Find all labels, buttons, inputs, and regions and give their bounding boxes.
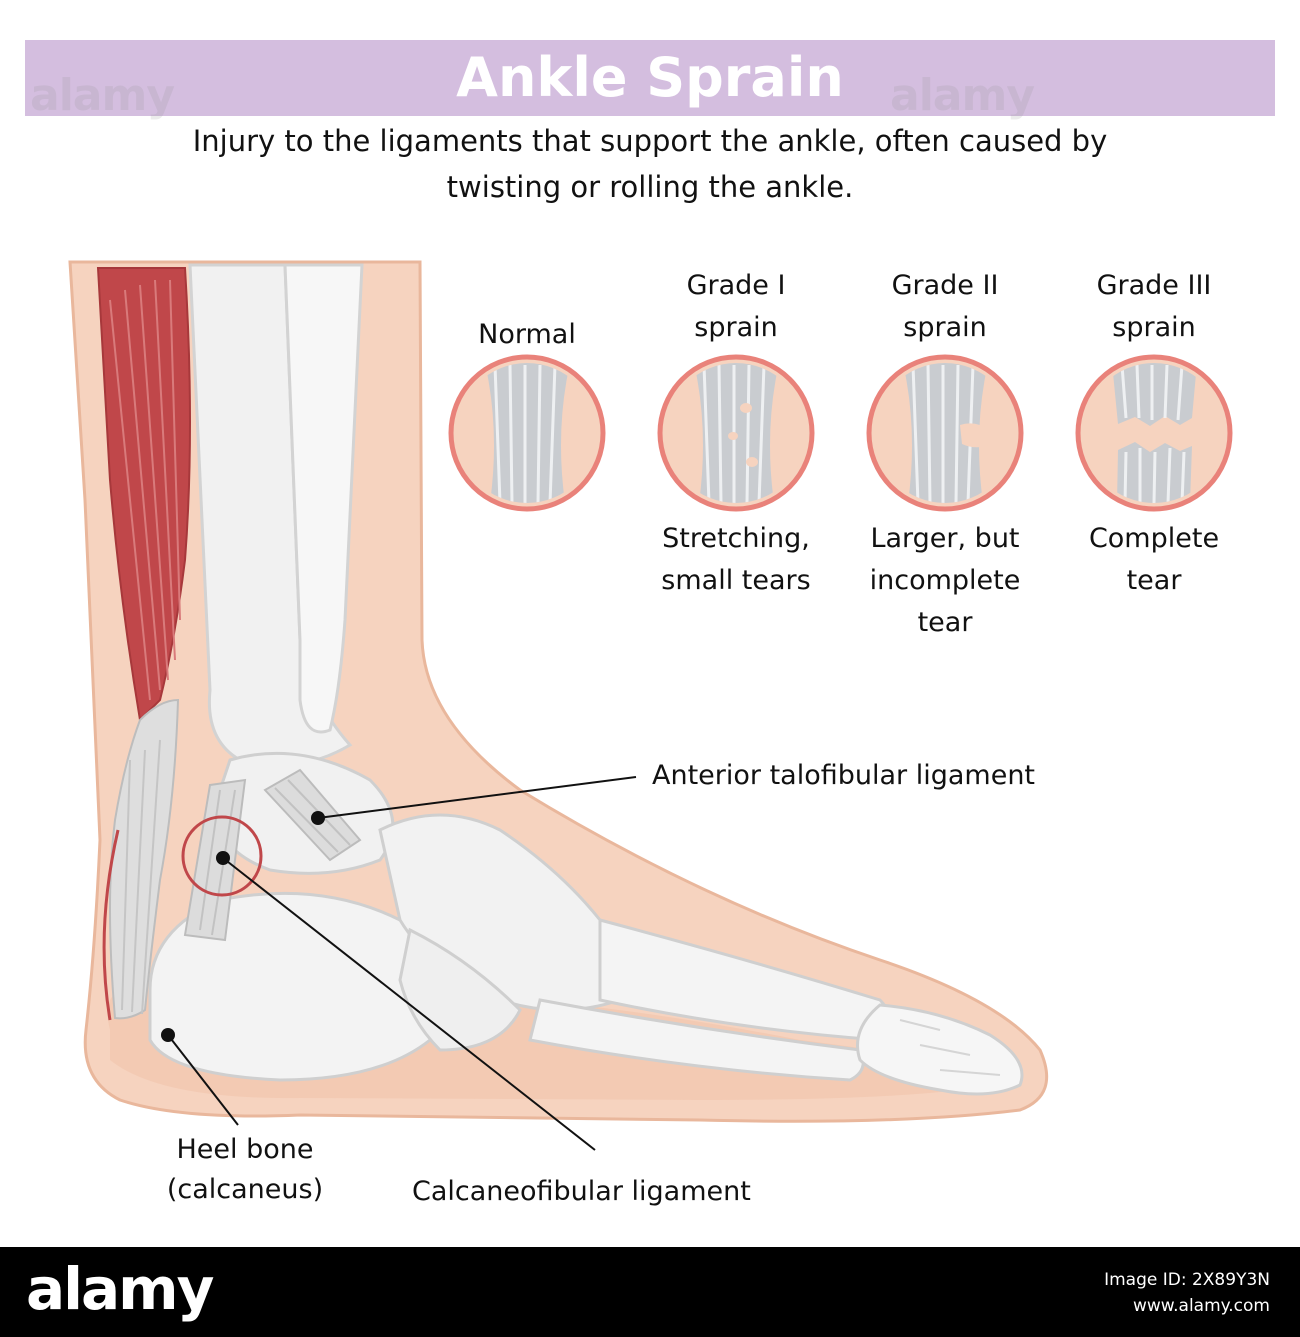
title-band xyxy=(25,40,1275,116)
grade-circle-normal xyxy=(448,354,606,512)
grade-desc-grade-2: Larger, but incomplete tear xyxy=(840,518,1050,644)
grade-desc-line: tear xyxy=(917,607,973,638)
atfl-leader-line xyxy=(317,776,637,819)
tendon-fibers xyxy=(121,739,161,1015)
achilles-tendon xyxy=(109,698,180,1020)
grade-circle-grade-1 xyxy=(657,354,815,512)
callout-atfl: Anterior talofibular ligament xyxy=(652,760,1036,791)
cfl-leader-line xyxy=(222,857,596,1151)
grade-label-line: sprain xyxy=(694,312,778,343)
grade-label-line: Grade III xyxy=(1096,270,1212,301)
grade-desc-line: Complete xyxy=(1088,523,1220,554)
callout-heel-bone: Heel bone (calcaneus) xyxy=(140,1130,350,1210)
fibula-bone xyxy=(283,263,364,734)
grade-label-grade-1: Grade I sprain xyxy=(641,265,831,349)
grade-label-normal: Normal xyxy=(432,314,622,356)
grade-circle-grade-2 xyxy=(866,354,1024,512)
grade-label-grade-3: Grade III sprain xyxy=(1059,265,1249,349)
grade-label-grade-2: Grade II sprain xyxy=(850,265,1040,349)
subtitle-line: Injury to the ligaments that support the… xyxy=(192,124,1108,158)
grade-desc-line: tear xyxy=(1126,565,1182,596)
grade-label-line: Normal xyxy=(478,319,576,350)
ankle-diagram xyxy=(68,260,1233,1151)
page-title: Ankle Sprain xyxy=(456,46,844,109)
watermark: alamy xyxy=(890,70,1035,121)
injury-highlight-circle xyxy=(181,815,263,897)
subtitle: Injury to the ligaments that support the… xyxy=(100,118,1200,210)
image-id-label: Image ID: 2X89Y3N xyxy=(1104,1270,1270,1290)
tendon-edge xyxy=(102,829,120,1021)
atfl-dot xyxy=(311,811,325,825)
calf-muscle xyxy=(96,267,191,723)
grade-circle-grade-3 xyxy=(1075,354,1233,512)
callout-line: Heel bone xyxy=(176,1134,314,1165)
grade-desc-line: Stretching, xyxy=(662,523,810,554)
site-url: www.alamy.com xyxy=(1132,1296,1270,1316)
footer-logo: alamy xyxy=(26,1255,214,1323)
subtitle-line: twisting or rolling the ankle. xyxy=(446,170,854,204)
grade-label-line: sprain xyxy=(903,312,987,343)
heel-dot xyxy=(161,1028,175,1042)
footer-bar: alamy Image ID: 2X89Y3N www.alamy.com xyxy=(0,1247,1300,1337)
muscle-striations xyxy=(109,279,181,701)
grade-label-line: Grade II xyxy=(891,270,999,301)
grade-desc-line: small tears xyxy=(661,565,811,596)
grade-desc-grade-3: Complete tear xyxy=(1049,518,1259,602)
grade-desc-line: Larger, but xyxy=(870,523,1020,554)
grade-desc-grade-1: Stretching, small tears xyxy=(631,518,841,602)
grade-label-line: Grade I xyxy=(686,270,786,301)
footer-info: Image ID: 2X89Y3N www.alamy.com xyxy=(1104,1267,1270,1319)
toe-joints xyxy=(899,1019,1001,1076)
heel-leader-line xyxy=(167,1034,239,1126)
callout-line: (calcaneus) xyxy=(166,1174,324,1205)
cfl-dot xyxy=(216,851,230,865)
watermark: alamy xyxy=(30,70,175,121)
grade-label-line: sprain xyxy=(1112,312,1196,343)
grade-desc-line: incomplete xyxy=(869,565,1021,596)
callout-cfl: Calcaneofibular ligament xyxy=(412,1176,751,1207)
metatarsal-2 xyxy=(528,998,865,1082)
